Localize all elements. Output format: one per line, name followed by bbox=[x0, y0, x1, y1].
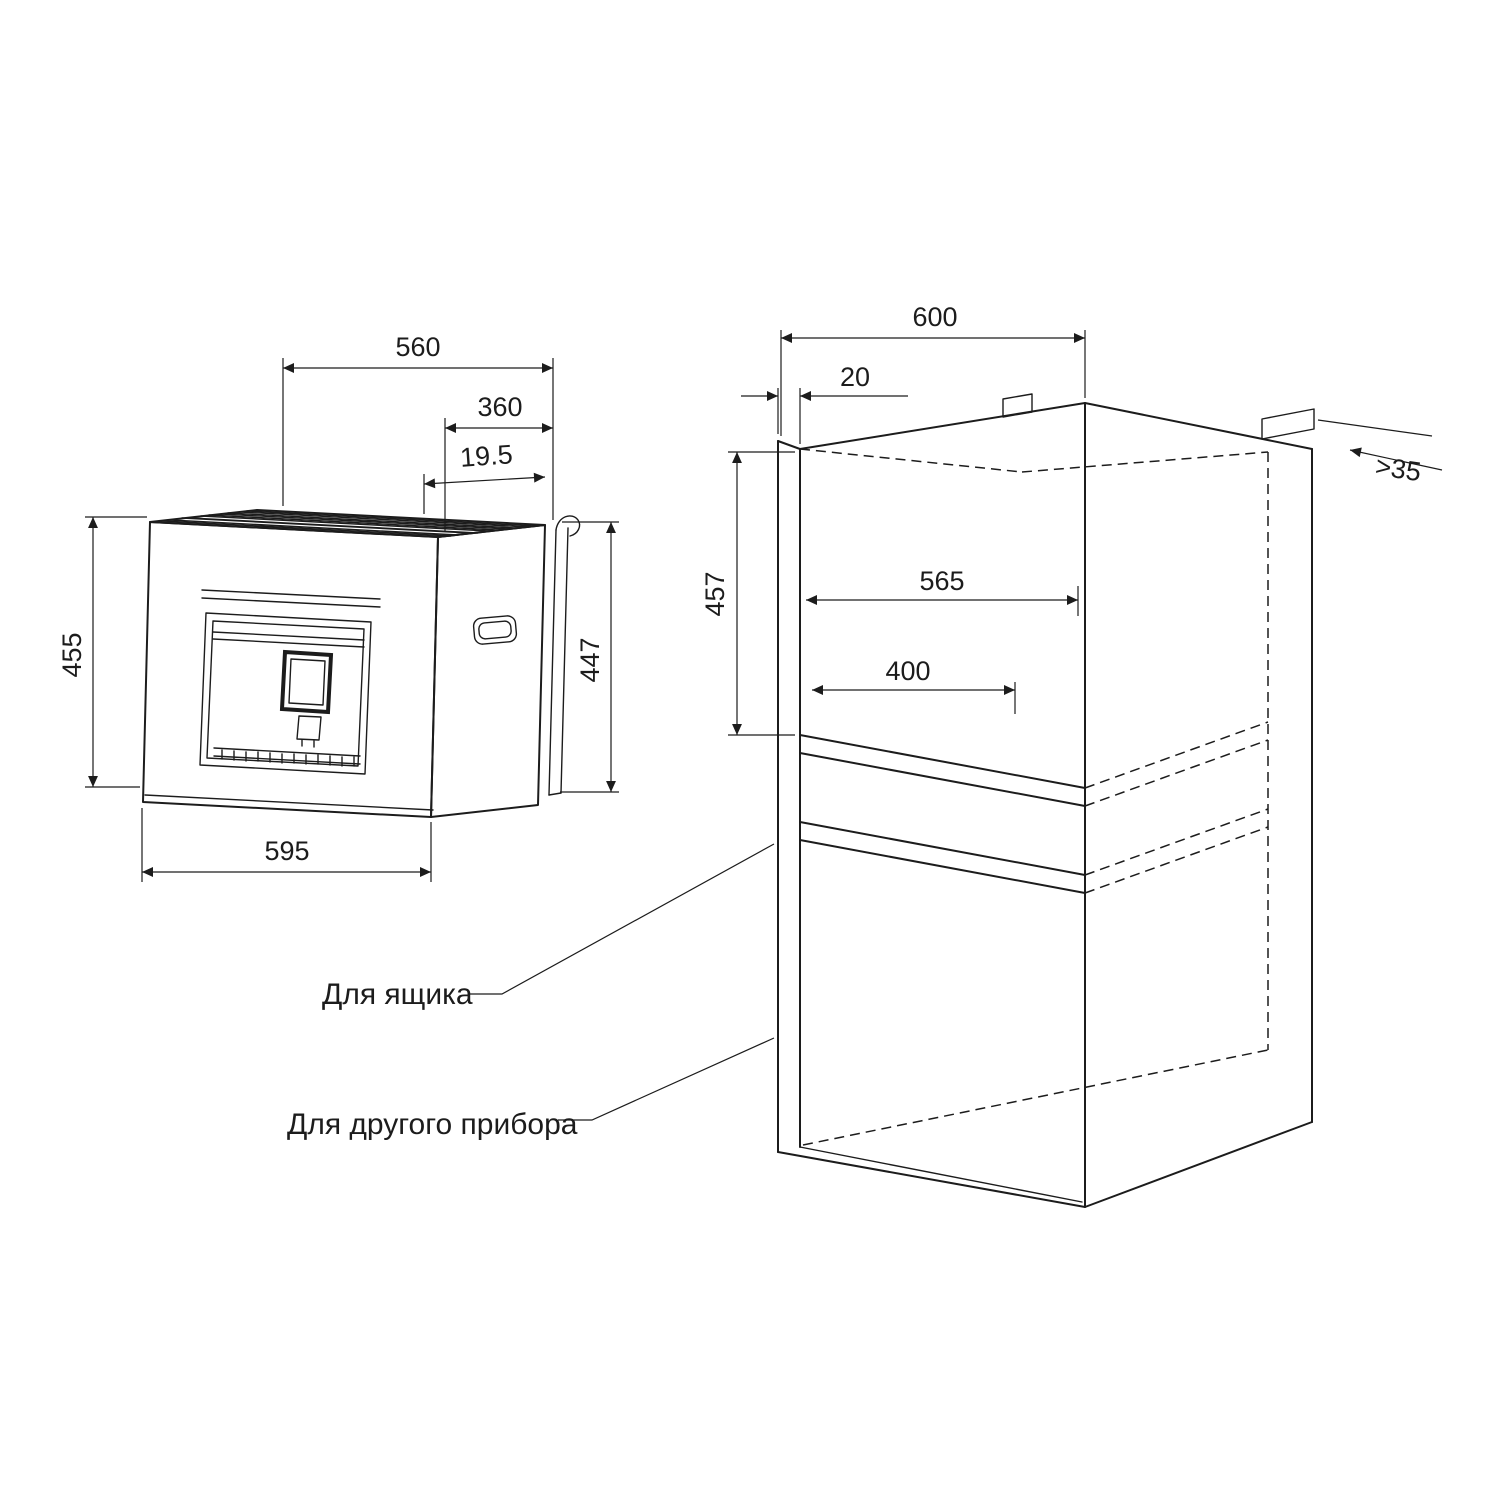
cabinet-hidden-edges bbox=[799, 448, 1269, 1146]
dim-cabinet-niche-width: 565 bbox=[806, 566, 1079, 616]
appliance-top-louvers bbox=[162, 510, 536, 537]
coffee-spout-icon bbox=[296, 715, 322, 748]
dim-label-360: 360 bbox=[477, 392, 522, 422]
dim-appliance-height-left: 455 bbox=[57, 516, 147, 788]
cabinet-shelves bbox=[799, 721, 1269, 894]
dim-label-600: 600 bbox=[912, 302, 957, 332]
hinge-hook-icon bbox=[555, 515, 581, 537]
dim-cabinet-niche-height: 457 bbox=[700, 451, 795, 736]
dim-label-595: 595 bbox=[264, 836, 309, 866]
appliance-mounting-strip bbox=[548, 515, 581, 796]
dim-appliance-top-depth: 360 bbox=[444, 392, 553, 532]
appliance-side-handle bbox=[472, 615, 518, 645]
appliance-front-panel bbox=[199, 589, 381, 775]
dim-label-447: 447 bbox=[575, 637, 605, 682]
dim-label-gt35: >35 bbox=[1373, 451, 1423, 487]
front-top-tab bbox=[1002, 393, 1033, 418]
appliance-view: 560 360 19.5 455 447 595 bbox=[57, 332, 619, 882]
callout-other-appliance: Для другого прибора bbox=[287, 1037, 775, 1141]
dim-appliance-top-offset: 19.5 bbox=[423, 439, 546, 514]
dim-cabinet-niche-depth: 400 bbox=[812, 656, 1016, 714]
dim-cabinet-rear-gap: >35 bbox=[1317, 419, 1443, 487]
dim-label-560: 560 bbox=[395, 332, 440, 362]
callout-drawer-label: Для ящика bbox=[322, 978, 473, 1011]
rear-top-tab bbox=[1261, 408, 1315, 440]
dim-label-19-5: 19.5 bbox=[459, 439, 514, 473]
dim-appliance-height-right: 447 bbox=[560, 521, 619, 793]
dim-label-20: 20 bbox=[840, 362, 870, 392]
dim-label-400: 400 bbox=[885, 656, 930, 686]
cabinet-body bbox=[777, 393, 1315, 1208]
dim-appliance-bottom-width: 595 bbox=[141, 808, 432, 882]
dim-label-455: 455 bbox=[57, 632, 87, 677]
appliance-body bbox=[142, 509, 546, 818]
dim-cabinet-panel-thickness: 20 bbox=[741, 362, 908, 444]
callout-other-appliance-label: Для другого прибора bbox=[287, 1108, 578, 1141]
dim-label-565: 565 bbox=[919, 566, 964, 596]
dim-appliance-top-width: 560 bbox=[282, 332, 554, 520]
dim-cabinet-outer-width: 600 bbox=[780, 302, 1086, 436]
display-screen bbox=[279, 649, 334, 715]
drip-tray-grill bbox=[213, 747, 361, 767]
dim-label-457: 457 bbox=[700, 571, 730, 616]
cabinet-view: 600 20 >35 457 565 400 bbox=[700, 302, 1443, 1208]
callout-drawer: Для ящика bbox=[322, 843, 775, 1011]
